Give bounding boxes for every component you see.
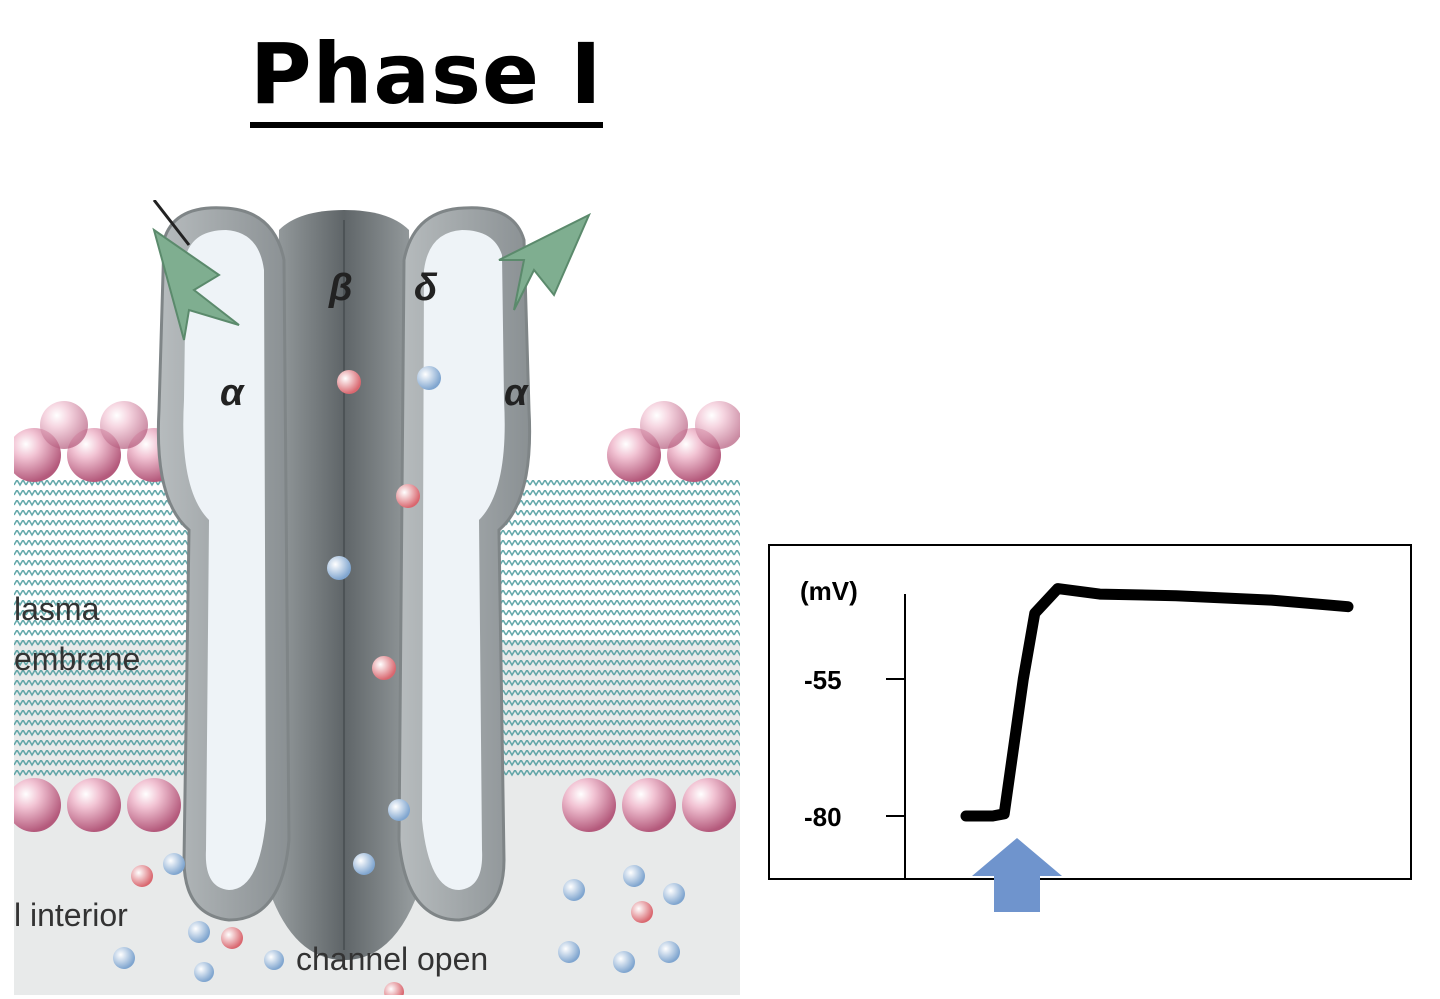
membrane-label-line1: lasma (14, 591, 100, 627)
beta-label: β (328, 267, 353, 309)
stimulus-up-arrow-icon (972, 838, 1062, 912)
channel-open-label: channel open (296, 941, 488, 977)
y-axis-label: (mV) (800, 576, 858, 606)
delta-label: δ (414, 267, 438, 309)
page-title: Phase I (250, 28, 603, 128)
interior-label: l interior (14, 897, 128, 933)
alpha-left-label: α (220, 372, 245, 414)
membrane-potential-trace (960, 583, 1354, 822)
ion-channel-diagram: α β δ α lasma embrane l interior channel… (14, 200, 740, 995)
membrane-potential-chart: (mV) -55 -80 (768, 544, 1412, 880)
y-tick-label: -55 (804, 665, 842, 695)
alpha-right-label: α (504, 372, 529, 414)
y-tick-label: -80 (804, 802, 842, 832)
membrane-label-line2: embrane (14, 641, 140, 677)
